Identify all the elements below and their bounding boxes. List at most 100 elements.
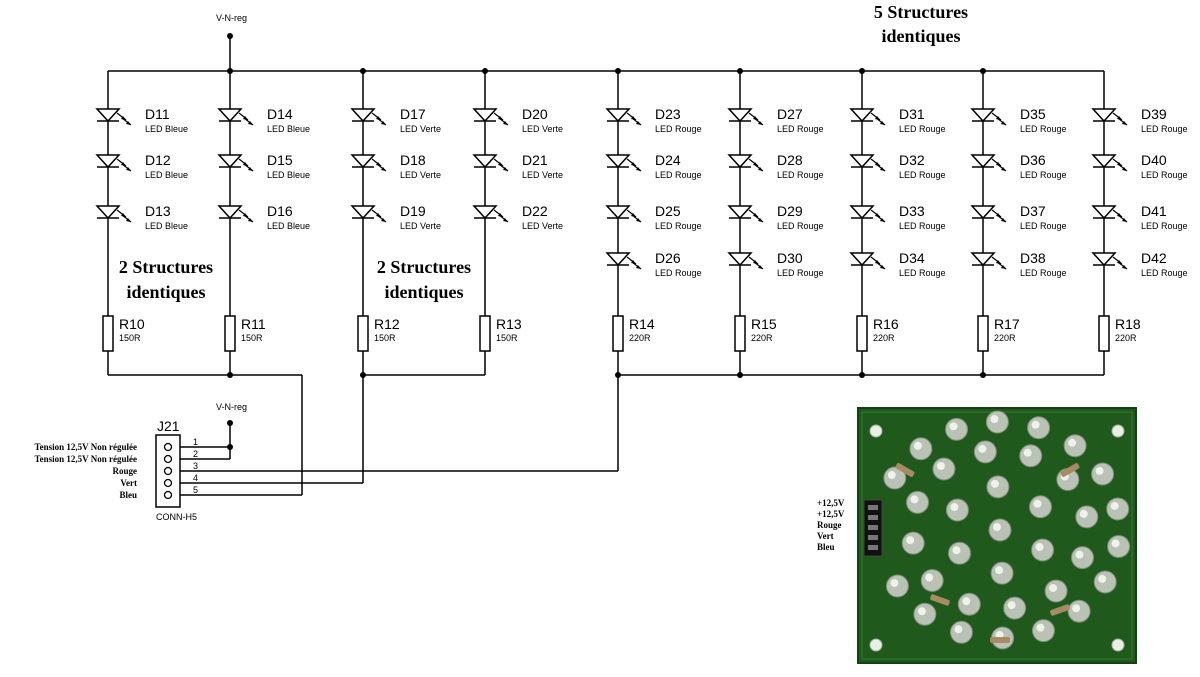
pcb-led (1107, 534, 1131, 558)
led-type-label: LED Rouge (899, 170, 946, 180)
bus-junction-dot (227, 68, 233, 74)
led-symbol (95, 108, 121, 123)
led-ref-label: D13 (145, 203, 171, 219)
connector-pin (163, 454, 173, 464)
led-symbol (95, 205, 121, 220)
led-arrow-head (126, 218, 131, 222)
pcb-led-highlight (925, 573, 934, 582)
supply-label-connector: V-N-reg (216, 402, 247, 412)
led-arrow-head (875, 213, 880, 217)
resistor-symbol (102, 315, 114, 352)
pcb-led (1091, 462, 1115, 486)
led-arrow-head (121, 116, 126, 120)
pcb-resistor (990, 637, 1010, 643)
resistor-ref-label: R17 (994, 316, 1020, 332)
led-type-label: LED Verte (522, 221, 563, 231)
led-type-label: LED Verte (522, 124, 563, 134)
led-ref-label: D28 (777, 152, 803, 168)
resistor-symbol (357, 315, 369, 352)
led-type-label: LED Bleue (145, 124, 188, 134)
pcb-resistor (930, 594, 950, 606)
pin-number: 3 (193, 461, 198, 471)
pcb-side-label: Rouge (817, 520, 842, 530)
led-ref-label: D21 (522, 152, 548, 168)
mounting-hole (869, 638, 883, 652)
led-ref-label: D25 (655, 203, 681, 219)
led-type-label: LED Rouge (655, 170, 702, 180)
led-ref-label: D36 (1020, 152, 1046, 168)
resistor-ref-label: R12 (374, 316, 400, 332)
resistor-ref-label: R16 (873, 316, 899, 332)
pin-number: 2 (193, 449, 198, 459)
led-arrow-head (875, 116, 880, 120)
group-note: identiques (126, 282, 205, 302)
led-arrow-head (126, 167, 131, 171)
led-symbol (970, 108, 996, 123)
led-ref-label: D18 (400, 152, 426, 168)
resistor-ref-label: R11 (241, 316, 266, 332)
led-symbol (605, 205, 631, 220)
led-ref-label: D19 (400, 203, 426, 219)
led-arrow-head (1122, 121, 1127, 125)
led-arrow-head (636, 218, 641, 222)
led-type-label: LED Rouge (777, 170, 824, 180)
pcb-header-pin (868, 545, 878, 550)
resistor-ref-label: R14 (629, 316, 655, 332)
led-ref-label: D33 (899, 203, 925, 219)
led-type-label: LED Rouge (655, 124, 702, 134)
bus-junction-dot (980, 68, 986, 74)
led-arrow-head (1122, 265, 1127, 269)
led-ref-label: D38 (1020, 250, 1046, 266)
pcb-led-highlight (1110, 501, 1119, 510)
pcb-resistor (895, 463, 915, 477)
led-arrow-head (503, 121, 508, 125)
led-symbol (727, 252, 753, 267)
led-type-label: LED Rouge (899, 268, 946, 278)
led-arrow-head (1001, 167, 1006, 171)
led-arrow-head (376, 116, 381, 120)
led-arrow-head (631, 162, 636, 166)
led-type-label: LED Verte (400, 170, 441, 180)
pcb-led (1075, 505, 1099, 529)
pcb-side-label: +12,5V (817, 509, 845, 519)
led-arrow-head (243, 162, 248, 166)
resistor-symbol (479, 315, 491, 352)
led-arrow-head (996, 213, 1001, 217)
led-ref-label: D42 (1141, 250, 1167, 266)
led-symbol (472, 108, 498, 123)
pcb-led-highlight (962, 597, 971, 606)
led-arrow-head (1001, 265, 1006, 269)
resistor-value-label: 150R (119, 333, 141, 343)
pcb-led-highlight (917, 607, 926, 616)
led-type-label: LED Bleue (267, 124, 310, 134)
led-symbol (605, 108, 631, 123)
pcb-led (1031, 538, 1055, 562)
led-arrow-head (753, 260, 758, 264)
led-type-label: LED Rouge (1141, 124, 1188, 134)
led-type-label: LED Verte (522, 170, 563, 180)
led-arrow-head (1122, 167, 1127, 171)
pcb-led (1067, 599, 1091, 623)
led-arrow-head (498, 162, 503, 166)
pcb-resistor (1050, 604, 1070, 616)
pcb-led (945, 498, 969, 522)
group-note: 2 Structures (119, 257, 213, 277)
led-symbol (970, 205, 996, 220)
led-type-label: LED Rouge (655, 268, 702, 278)
pcb-led-highlight (1098, 574, 1107, 583)
led-symbol (727, 205, 753, 220)
led-arrow-head (248, 121, 253, 125)
led-symbol (849, 252, 875, 267)
pin-junction-dot (227, 444, 233, 450)
pcb-header-pin (868, 535, 878, 540)
resistor-value-label: 220R (873, 333, 895, 343)
led-type-label: LED Bleue (145, 221, 188, 231)
led-arrow-head (636, 265, 641, 269)
pcb-led-highlight (993, 523, 1001, 531)
led-symbol (350, 154, 376, 169)
led-arrow-head (376, 213, 381, 217)
resistor-symbol (612, 315, 624, 352)
led-arrow-head (243, 116, 248, 120)
pcb-led-highlight (1023, 448, 1032, 457)
led-type-label: LED Bleue (267, 170, 310, 180)
